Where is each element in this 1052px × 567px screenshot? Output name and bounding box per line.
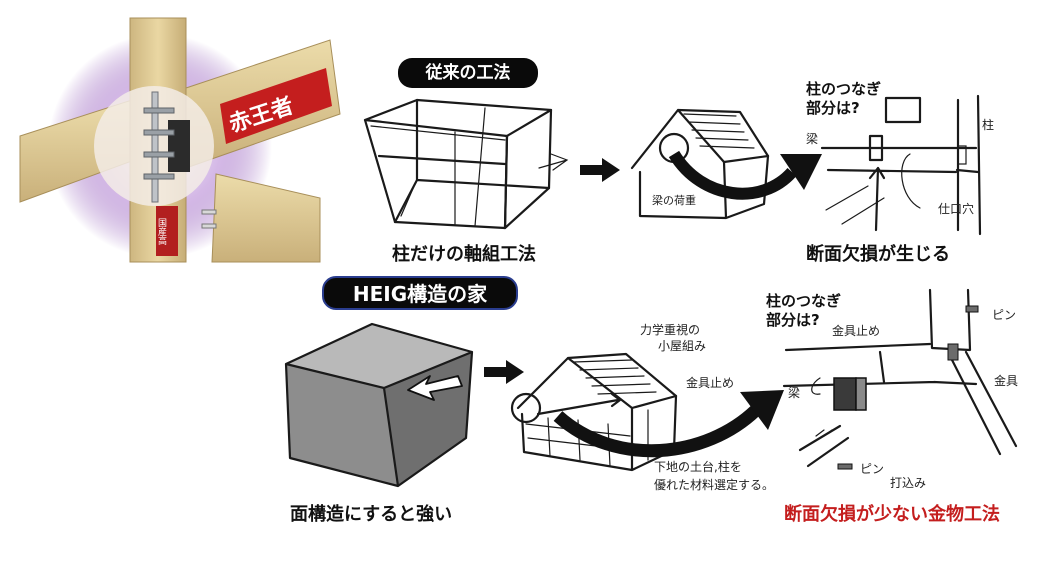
note-metal-fix: 金具止め [686,376,735,390]
curved-arrow-icon [668,150,822,212]
joint-title-bottom-l1: 柱のつなぎ [766,292,842,310]
joint-title-top-l2: 部分は? [806,99,860,117]
joint-title-bottom-l2: 部分は? [766,311,820,329]
note-roof-l2: 小屋組み [658,339,707,353]
arrow-right-icon-2 [484,360,524,384]
note-material-l2: 優れた材料選定する。 [654,478,775,492]
note-pin-3: 打込み [890,476,927,490]
note-beam-top: 梁 [806,132,819,146]
note-roof-l1: 力学重視の [640,323,701,337]
pillar-label-text: 国産高 [156,218,167,246]
conventional-badge: 従来の工法 [398,58,538,88]
joint-sketch-bottom [780,286,1020,496]
note-metal-fix-2: 金具止め [832,324,881,338]
joint-title-top-l1: 柱のつなぎ [806,80,882,98]
box-sketch [280,318,490,490]
heig-badge: HEIG構造の家 [322,276,518,310]
note-pillar: 柱 [982,118,995,132]
note-material: 下地の土台,柱を 優れた材料選定する。 [654,458,774,494]
caption-joint-bottom: 断面欠損が少ない金物工法 [784,504,1000,525]
arrow-right-icon [580,158,620,182]
joint-title-top: 柱のつなぎ 部分は? [806,80,881,118]
joint-sketch-top [808,90,1028,240]
note-material-l1: 下地の土台,柱を [654,460,742,474]
curved-arrow-icon-2 [553,388,786,462]
timber-joint-photo: 赤王者 国産高 [19,17,341,263]
joint-title-bottom: 柱のつなぎ 部分は? [766,292,841,330]
caption-frame: 柱だけの軸組工法 [392,244,536,265]
note-pin: ピン [992,308,1017,322]
frame-sketch [355,96,570,236]
note-pin-2: ピン [860,462,885,476]
caption-joint-top: 断面欠損が生じる [806,244,950,265]
note-mortise: 仕口穴 [938,202,975,216]
heig-house-sketch [508,320,688,480]
note-metal-3: 金具 [994,374,1019,388]
note-beam-bottom: 梁 [788,386,801,400]
note-roof: 力学重視の 小屋組み [640,322,706,354]
note-beam-load: 梁の荷重 [652,193,696,207]
caption-box: 面構造にすると強い [290,504,453,525]
